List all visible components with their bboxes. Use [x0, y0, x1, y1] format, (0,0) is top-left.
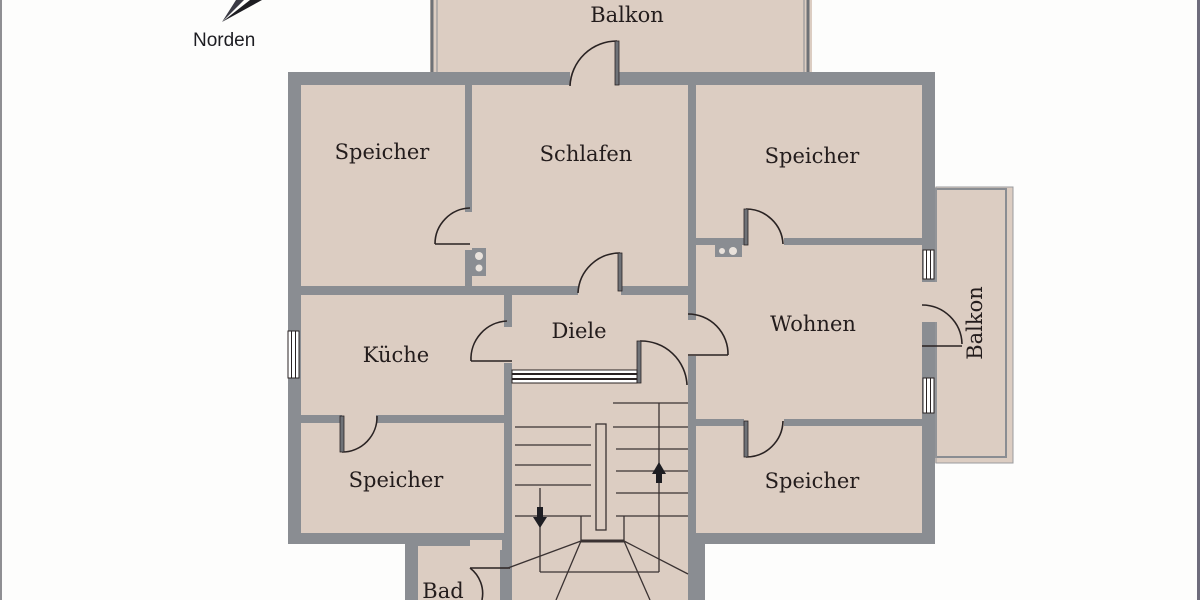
- room-label-wohnen: Wohnen: [770, 312, 856, 336]
- door-openings: [342, 70, 937, 550]
- room-label-balkon-right: Balkon: [963, 286, 987, 360]
- windows: [287, 249, 935, 414]
- room-label-speicher-bottom-left: Speicher: [349, 468, 445, 492]
- stair-down-arrow-icon: [533, 507, 547, 528]
- room-label-bad: Bad: [422, 579, 463, 600]
- room-label-balkon-top: Balkon: [590, 3, 664, 27]
- compass-label: Norden: [193, 30, 255, 51]
- chimney-icon: [472, 248, 486, 276]
- room-label-speicher-top-left: Speicher: [335, 140, 431, 164]
- room-label-schlafen: Schlafen: [540, 142, 633, 166]
- north-arrow-icon: [222, 0, 262, 22]
- door-swings: [339, 40, 963, 600]
- balcony-right: [935, 186, 1014, 464]
- chimney-icon: [715, 244, 742, 257]
- room-label-speicher-bottom-right: Speicher: [765, 469, 861, 493]
- left-border: [0, 0, 2, 600]
- balcony-top: [430, 0, 812, 74]
- stair-up-arrow-icon: [652, 462, 666, 483]
- staircase: [507, 402, 689, 600]
- room-label-speicher-top-right: Speicher: [765, 144, 861, 168]
- room-label-kueche: Küche: [363, 343, 429, 367]
- room-label-diele: Diele: [551, 319, 606, 343]
- right-border: [1197, 0, 1200, 600]
